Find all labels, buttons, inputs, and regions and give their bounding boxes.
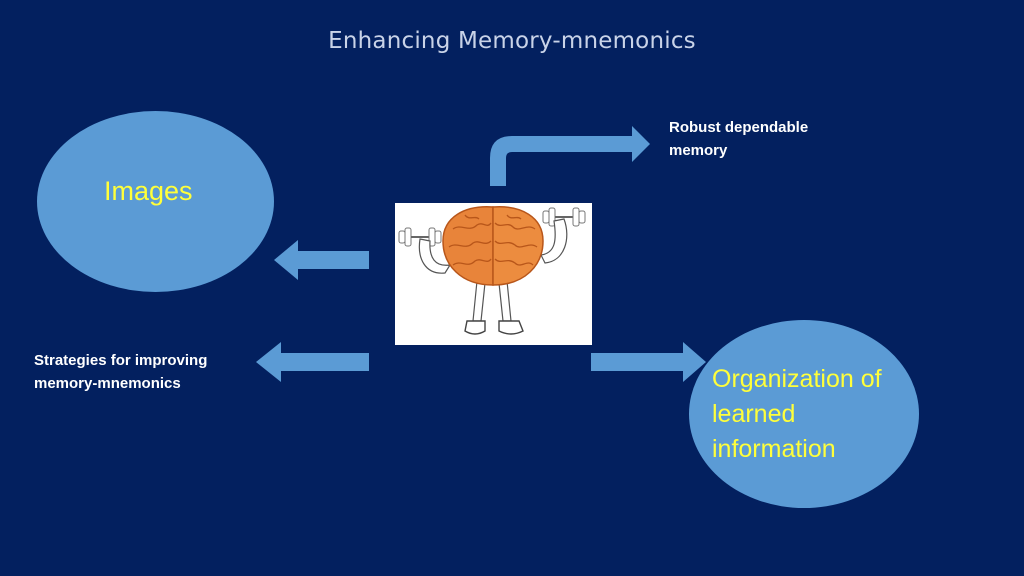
organization-label-line-3: information <box>712 435 836 463</box>
robust-memory-label: Robust dependable memory <box>669 116 849 162</box>
bent-arrow-up-right <box>490 126 650 186</box>
images-ellipse <box>37 111 274 292</box>
strategies-label: Strategies for improving memory-mnemonic… <box>34 349 254 395</box>
organization-ellipse <box>689 320 919 508</box>
slide-title: Enhancing Memory-mnemonics <box>328 28 696 54</box>
robust-label-line-1: Robust dependable <box>669 119 809 136</box>
images-label: Images <box>104 176 193 206</box>
brain-illustration <box>395 203 592 345</box>
arrow-left-to-strategies <box>256 342 369 382</box>
robust-label-line-2: memory <box>669 142 728 159</box>
brain-lifting-dumbbells-icon <box>398 206 586 335</box>
strategies-label-line-2: memory-mnemonics <box>34 375 181 392</box>
arrow-left-to-images <box>274 240 369 280</box>
strategies-label-line-1: Strategies for improving <box>34 352 208 369</box>
arrow-right-to-organization <box>591 342 706 382</box>
organization-label-line-2: learned <box>712 400 796 428</box>
organization-label-line-1: Organization of <box>712 365 882 393</box>
organization-label: Organization of learned information <box>712 362 912 467</box>
